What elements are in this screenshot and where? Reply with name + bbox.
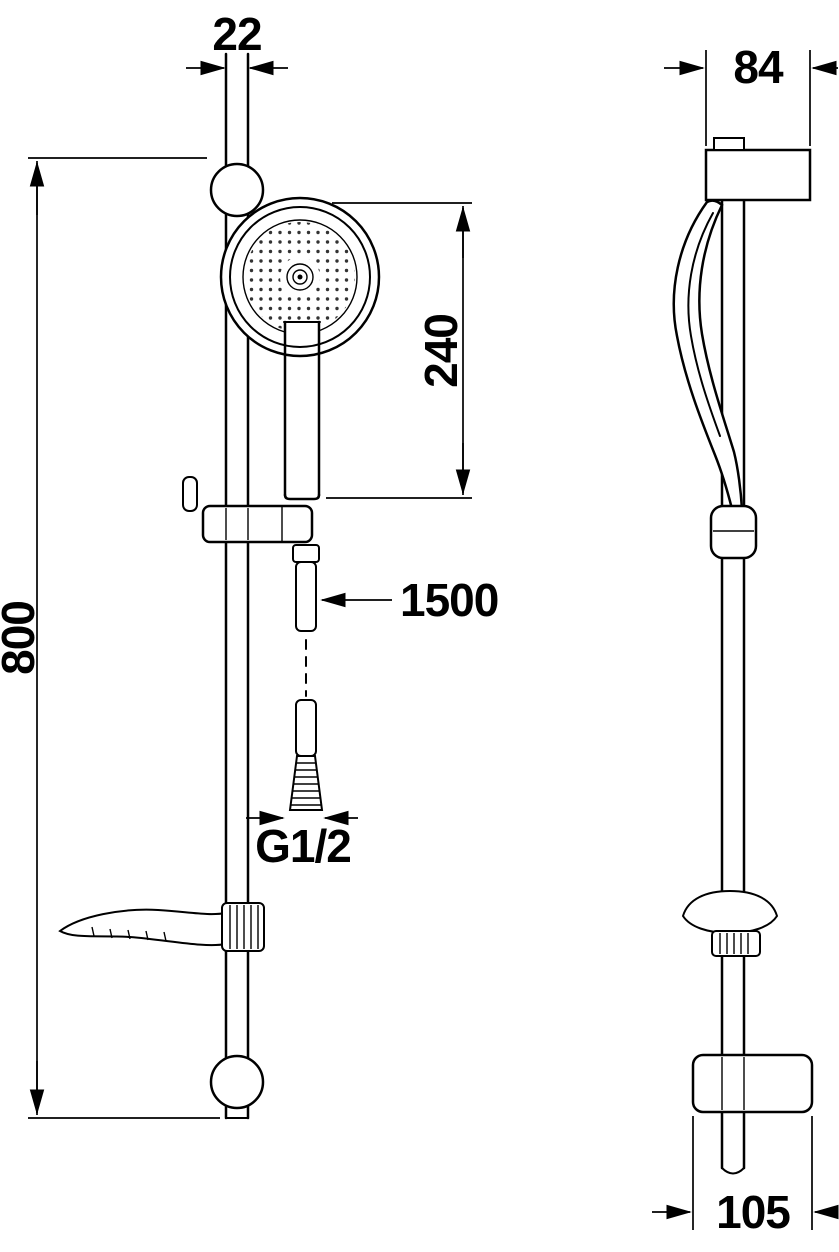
hand-shower bbox=[219, 196, 381, 501]
spray-center-ring-inner bbox=[292, 269, 308, 285]
hose-nut bbox=[292, 544, 320, 563]
spray-center-dot bbox=[297, 274, 303, 280]
soap-dish-front bbox=[58, 902, 265, 952]
dim-84-label: 84 bbox=[733, 41, 784, 93]
slider-side bbox=[709, 504, 758, 560]
soap-dish-clamp-side bbox=[711, 930, 761, 957]
slider-bracket bbox=[201, 504, 314, 544]
soap-dish-slots bbox=[91, 926, 167, 942]
wall-mount-bottom bbox=[209, 1054, 265, 1110]
dim-thread-label: G1/2 bbox=[255, 820, 351, 872]
hand-shower-profile-contour bbox=[687, 212, 721, 437]
soap-dish-clamp bbox=[221, 902, 265, 952]
shower-head-inner-rim bbox=[229, 206, 371, 348]
dim-1500-label: 1500 bbox=[400, 574, 498, 626]
hose-upper-segment bbox=[295, 561, 317, 632]
hose-lower-segment bbox=[295, 699, 317, 757]
dim-105-label: 105 bbox=[716, 1186, 790, 1238]
slider-assembly bbox=[182, 476, 314, 544]
dim-240-label: 240 bbox=[415, 314, 467, 388]
wall-mount-top bbox=[209, 162, 265, 218]
dim-800-label: 800 bbox=[0, 601, 44, 675]
front-view bbox=[58, 52, 381, 1120]
bar-side-bottom-cap bbox=[721, 1167, 745, 1175]
shower-hose bbox=[288, 544, 324, 811]
wall-bracket-top-side bbox=[704, 148, 812, 202]
dimension-annotations: 800 240 22 1500 G1/2 84 105 bbox=[0, 8, 839, 1238]
handle-bottom-cap bbox=[283, 493, 321, 501]
wall-bracket-top-tab bbox=[713, 137, 745, 151]
soap-dish-clamp-side-ribs bbox=[719, 933, 749, 954]
soap-dish-clamp-ribs bbox=[229, 905, 259, 949]
soap-dish-side bbox=[681, 889, 779, 935]
hose-connector-ribs bbox=[291, 762, 321, 806]
dim-22-label: 22 bbox=[212, 8, 261, 60]
handle-joint-mask bbox=[286, 321, 318, 337]
spray-center-ring-outer bbox=[286, 263, 314, 291]
soap-dish-side-group bbox=[681, 889, 779, 957]
slider-bracket-details bbox=[225, 507, 283, 541]
slider-release-knob bbox=[182, 476, 198, 512]
soap-dish bbox=[58, 908, 227, 947]
wall-bracket-bottom-side bbox=[691, 1053, 814, 1114]
side-view bbox=[672, 137, 814, 1175]
hose-connector-cone bbox=[288, 755, 324, 811]
hand-shower-profile bbox=[672, 199, 744, 515]
